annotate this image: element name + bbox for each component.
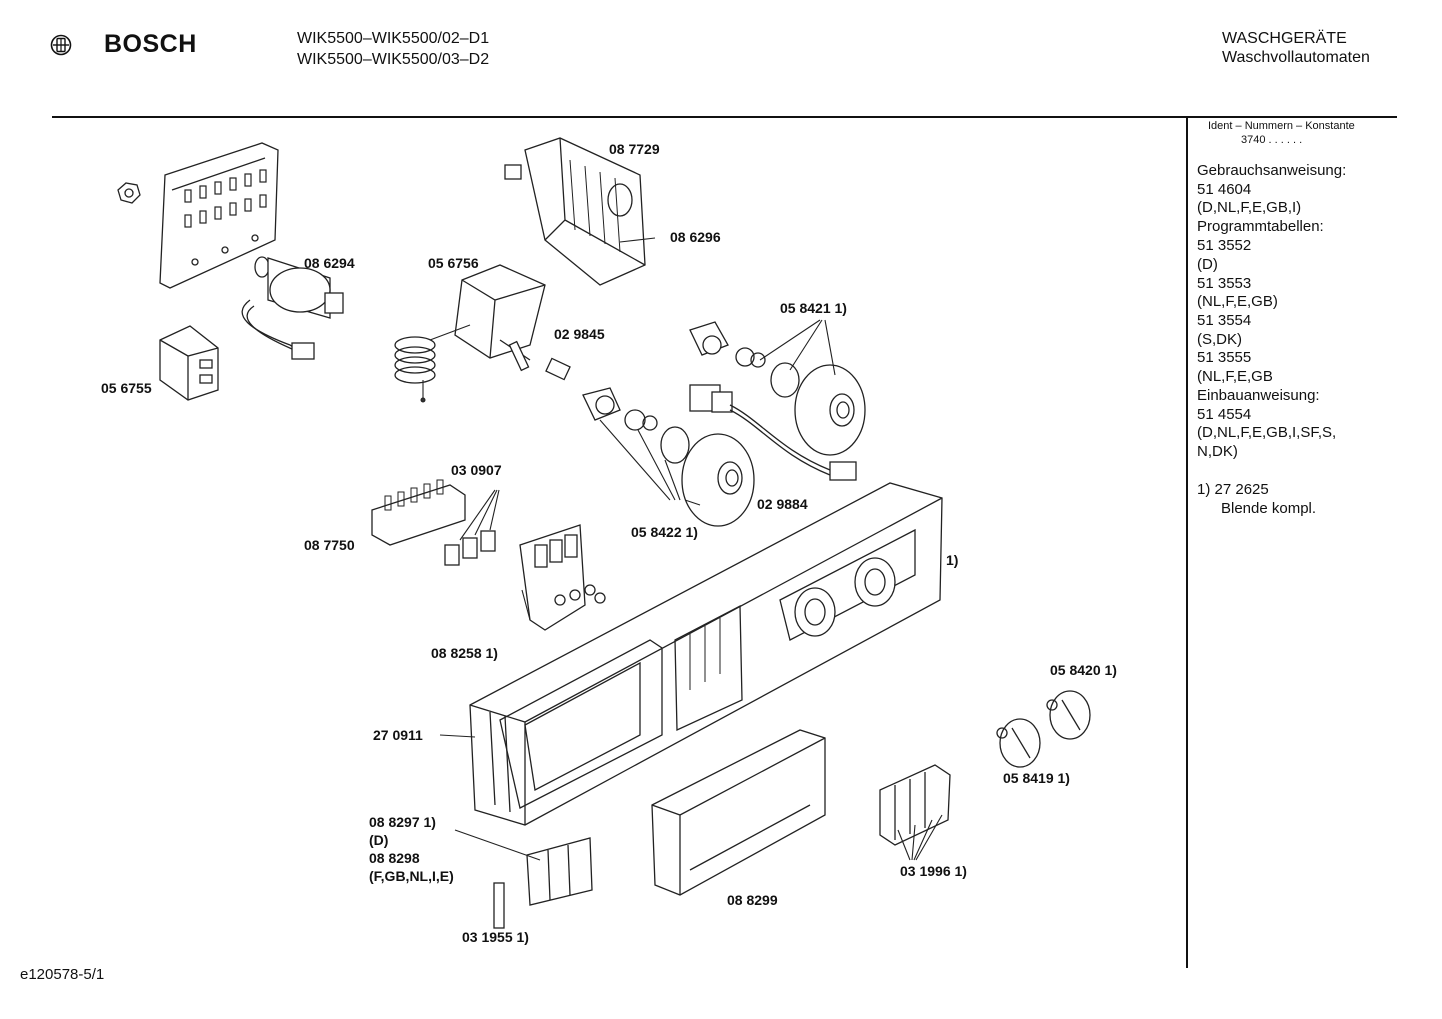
part-label: (F,GB,NL,I,E) [369, 868, 454, 884]
brand-name: BOSCH [104, 30, 197, 58]
indicator-slider [493, 882, 505, 929]
sidebar-line: (NL,F,E,GB) [1197, 293, 1278, 310]
part-label: 08 8258 1) [431, 645, 498, 661]
part-label: 03 1955 1) [462, 929, 529, 945]
rotary-knob-2 [996, 718, 1041, 768]
detergent-drawer-cover [651, 729, 826, 896]
part-label: 02 9884 [757, 496, 808, 512]
part-label: 03 0907 [451, 462, 502, 478]
potentiometer-set-left [545, 357, 755, 527]
sidebar-line: 51 3554 [1197, 312, 1252, 329]
switch-block [371, 479, 500, 566]
sidebar-line: Programmtabellen: [1197, 218, 1324, 235]
part-label: 08 6294 [304, 255, 355, 271]
sidebar-divider [1186, 118, 1188, 968]
sidebar-line: (D,NL,F,E,GB,I) [1197, 199, 1302, 216]
suppressor-filter [159, 325, 219, 401]
coil-spring [394, 324, 471, 403]
model-line-2: WIK5500–WIK5500/03–D2 [297, 51, 490, 68]
exploded-parts-diagram [117, 137, 1091, 929]
bosch-logo-icon [50, 34, 72, 56]
sidebar-line: (D) [1197, 256, 1218, 273]
part-label: 05 6755 [101, 380, 152, 396]
sidebar-line: 51 4604 [1197, 181, 1252, 198]
part-label: 05 6756 [428, 255, 479, 271]
category-subtitle: Waschvollautomaten [1222, 49, 1370, 66]
sidebar-line: 51 3552 [1197, 237, 1252, 254]
pcb-board [519, 524, 606, 631]
pcb-bracket [159, 142, 279, 289]
part-label: 02 9845 [554, 326, 605, 342]
document-number: e120578-5/1 [20, 966, 105, 983]
rotary-knob-1 [1046, 690, 1091, 740]
part-label: 03 1996 1) [900, 863, 967, 879]
door-switch [454, 264, 546, 372]
sidebar-line: Einbauanweisung: [1197, 387, 1320, 404]
programme-timer [504, 137, 646, 286]
part-label: 08 7750 [304, 537, 355, 553]
sidebar-line: (S,DK) [1197, 331, 1242, 348]
sidebar-line: 51 3555 [1197, 349, 1252, 366]
sidebar-line: (NL,F,E,GB [1197, 368, 1273, 385]
footnote-text: Blende kompl. [1221, 500, 1317, 517]
programme-label-plate [454, 829, 593, 906]
part-label: 1) [946, 552, 959, 568]
push-button-set [879, 764, 951, 861]
sidebar-line: 51 4554 [1197, 406, 1252, 423]
capacitor [241, 256, 344, 360]
part-label: (D) [369, 832, 389, 848]
ident-heading: Ident – Nummern – Konstante [1208, 120, 1355, 132]
sidebar-line: 51 3553 [1197, 275, 1252, 292]
ident-value: 3740 . . . . . . [1241, 134, 1303, 146]
model-line-1: WIK5500–WIK5500/02–D1 [297, 30, 490, 47]
footnote-number: 1) 27 2625 [1197, 481, 1269, 498]
category-title: WASCHGERÄTE [1222, 30, 1347, 47]
sidebar-line: Gebrauchsanweisung: [1197, 162, 1347, 179]
part-label: 08 7729 [609, 141, 660, 157]
hex-nut [117, 182, 141, 204]
part-label: 05 8420 1) [1050, 662, 1117, 678]
control-panel-fascia [469, 482, 943, 826]
part-label: 08 8298 [369, 850, 420, 866]
part-label: 05 8419 1) [1003, 770, 1070, 786]
part-label: 08 8297 1) [369, 814, 436, 830]
header-rule [52, 116, 1397, 118]
potentiometer-set-right [689, 319, 866, 481]
part-label: 08 6296 [670, 229, 721, 245]
part-label: 05 8422 1) [631, 524, 698, 540]
part-label: 05 8421 1) [780, 300, 847, 316]
part-label: 08 8299 [727, 892, 778, 908]
part-label: 27 0911 [373, 727, 423, 743]
sidebar-line: N,DK) [1197, 443, 1238, 460]
sidebar-line: (D,NL,F,E,GB,I,SF,S, [1197, 424, 1337, 441]
